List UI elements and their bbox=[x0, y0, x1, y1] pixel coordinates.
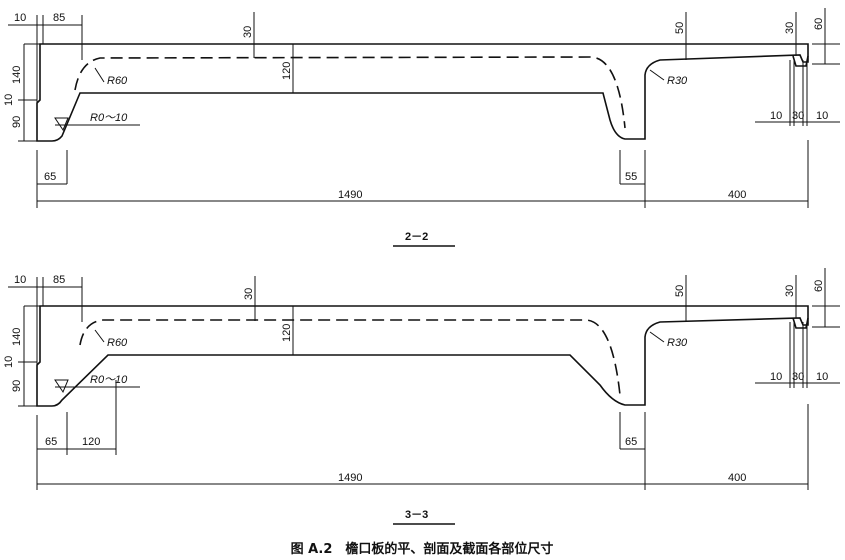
dim-radius-corner: R0～10 bbox=[90, 374, 128, 386]
dim-edge-height: 60 bbox=[813, 280, 825, 292]
dim-left-lip: 10 bbox=[14, 12, 26, 24]
dim-groove-right: 10 bbox=[816, 110, 828, 122]
dim-haunch-width: 120 bbox=[82, 436, 100, 448]
dim-total-span: 1490 bbox=[338, 472, 362, 484]
section-2-2: 10 85 30 120 140 10 90 R60 R0～10 65 1490… bbox=[3, 8, 840, 247]
section-outline bbox=[36, 43, 809, 142]
dim-radius-right: R30 bbox=[667, 337, 688, 349]
dim-groove-right: 10 bbox=[816, 371, 828, 383]
dim-slab-depth: 120 bbox=[281, 324, 293, 342]
dim-right-slab: 50 bbox=[674, 22, 686, 34]
figure-caption: 图 A.2 檐口板的平、剖面及截面各部位尺寸 bbox=[291, 541, 554, 557]
dim-groove-width: 30 bbox=[792, 371, 804, 383]
dim-left-bottom-width: 65 bbox=[44, 171, 56, 183]
dim-left-offset: 85 bbox=[53, 274, 65, 286]
dim-left-bottom-width: 65 bbox=[45, 436, 57, 448]
dim-groove-width: 30 bbox=[792, 110, 804, 122]
dim-cantilever: 400 bbox=[728, 472, 746, 484]
dim-right-bottom-width: 65 bbox=[625, 436, 637, 448]
dim-top-slab: 30 bbox=[243, 288, 255, 300]
section-outline bbox=[36, 305, 809, 407]
dim-radius-right: R30 bbox=[667, 75, 688, 87]
dim-groove-depth: 30 bbox=[784, 22, 796, 34]
dim-left-lip: 10 bbox=[14, 274, 26, 286]
dim-radius-left: R60 bbox=[107, 75, 128, 87]
section-3-3: 10 85 30 120 140 10 90 R60 R0～10 65 120 … bbox=[3, 268, 840, 525]
section-title: 3－3 bbox=[405, 509, 428, 521]
dim-left-step: 10 bbox=[3, 94, 15, 106]
dim-groove-left: 10 bbox=[770, 110, 782, 122]
dim-left-offset: 85 bbox=[53, 12, 65, 24]
dim-groove-left: 10 bbox=[770, 371, 782, 383]
dim-cantilever: 400 bbox=[728, 189, 746, 201]
dim-groove-depth: 30 bbox=[784, 285, 796, 297]
dim-edge-height: 60 bbox=[813, 18, 825, 30]
dim-radius-corner: R0～10 bbox=[90, 112, 128, 124]
dim-top-slab: 30 bbox=[242, 26, 254, 38]
dimension-lines bbox=[8, 8, 840, 208]
dim-right-bottom-width: 55 bbox=[625, 171, 637, 183]
dim-left-height-bottom: 90 bbox=[11, 380, 23, 392]
dim-right-slab: 50 bbox=[674, 285, 686, 297]
dim-left-step: 10 bbox=[3, 356, 15, 368]
dim-left-height-top: 140 bbox=[11, 328, 23, 346]
dimension-lines bbox=[8, 268, 840, 490]
dim-left-height-top: 140 bbox=[11, 66, 23, 84]
dim-slab-depth: 120 bbox=[281, 62, 293, 80]
hidden-line bbox=[74, 56, 626, 129]
hidden-line bbox=[79, 319, 621, 396]
dim-radius-left: R60 bbox=[107, 337, 128, 349]
dim-total-span: 1490 bbox=[338, 189, 362, 201]
dim-left-height-bottom: 90 bbox=[11, 116, 23, 128]
section-title: 2－2 bbox=[405, 231, 428, 243]
